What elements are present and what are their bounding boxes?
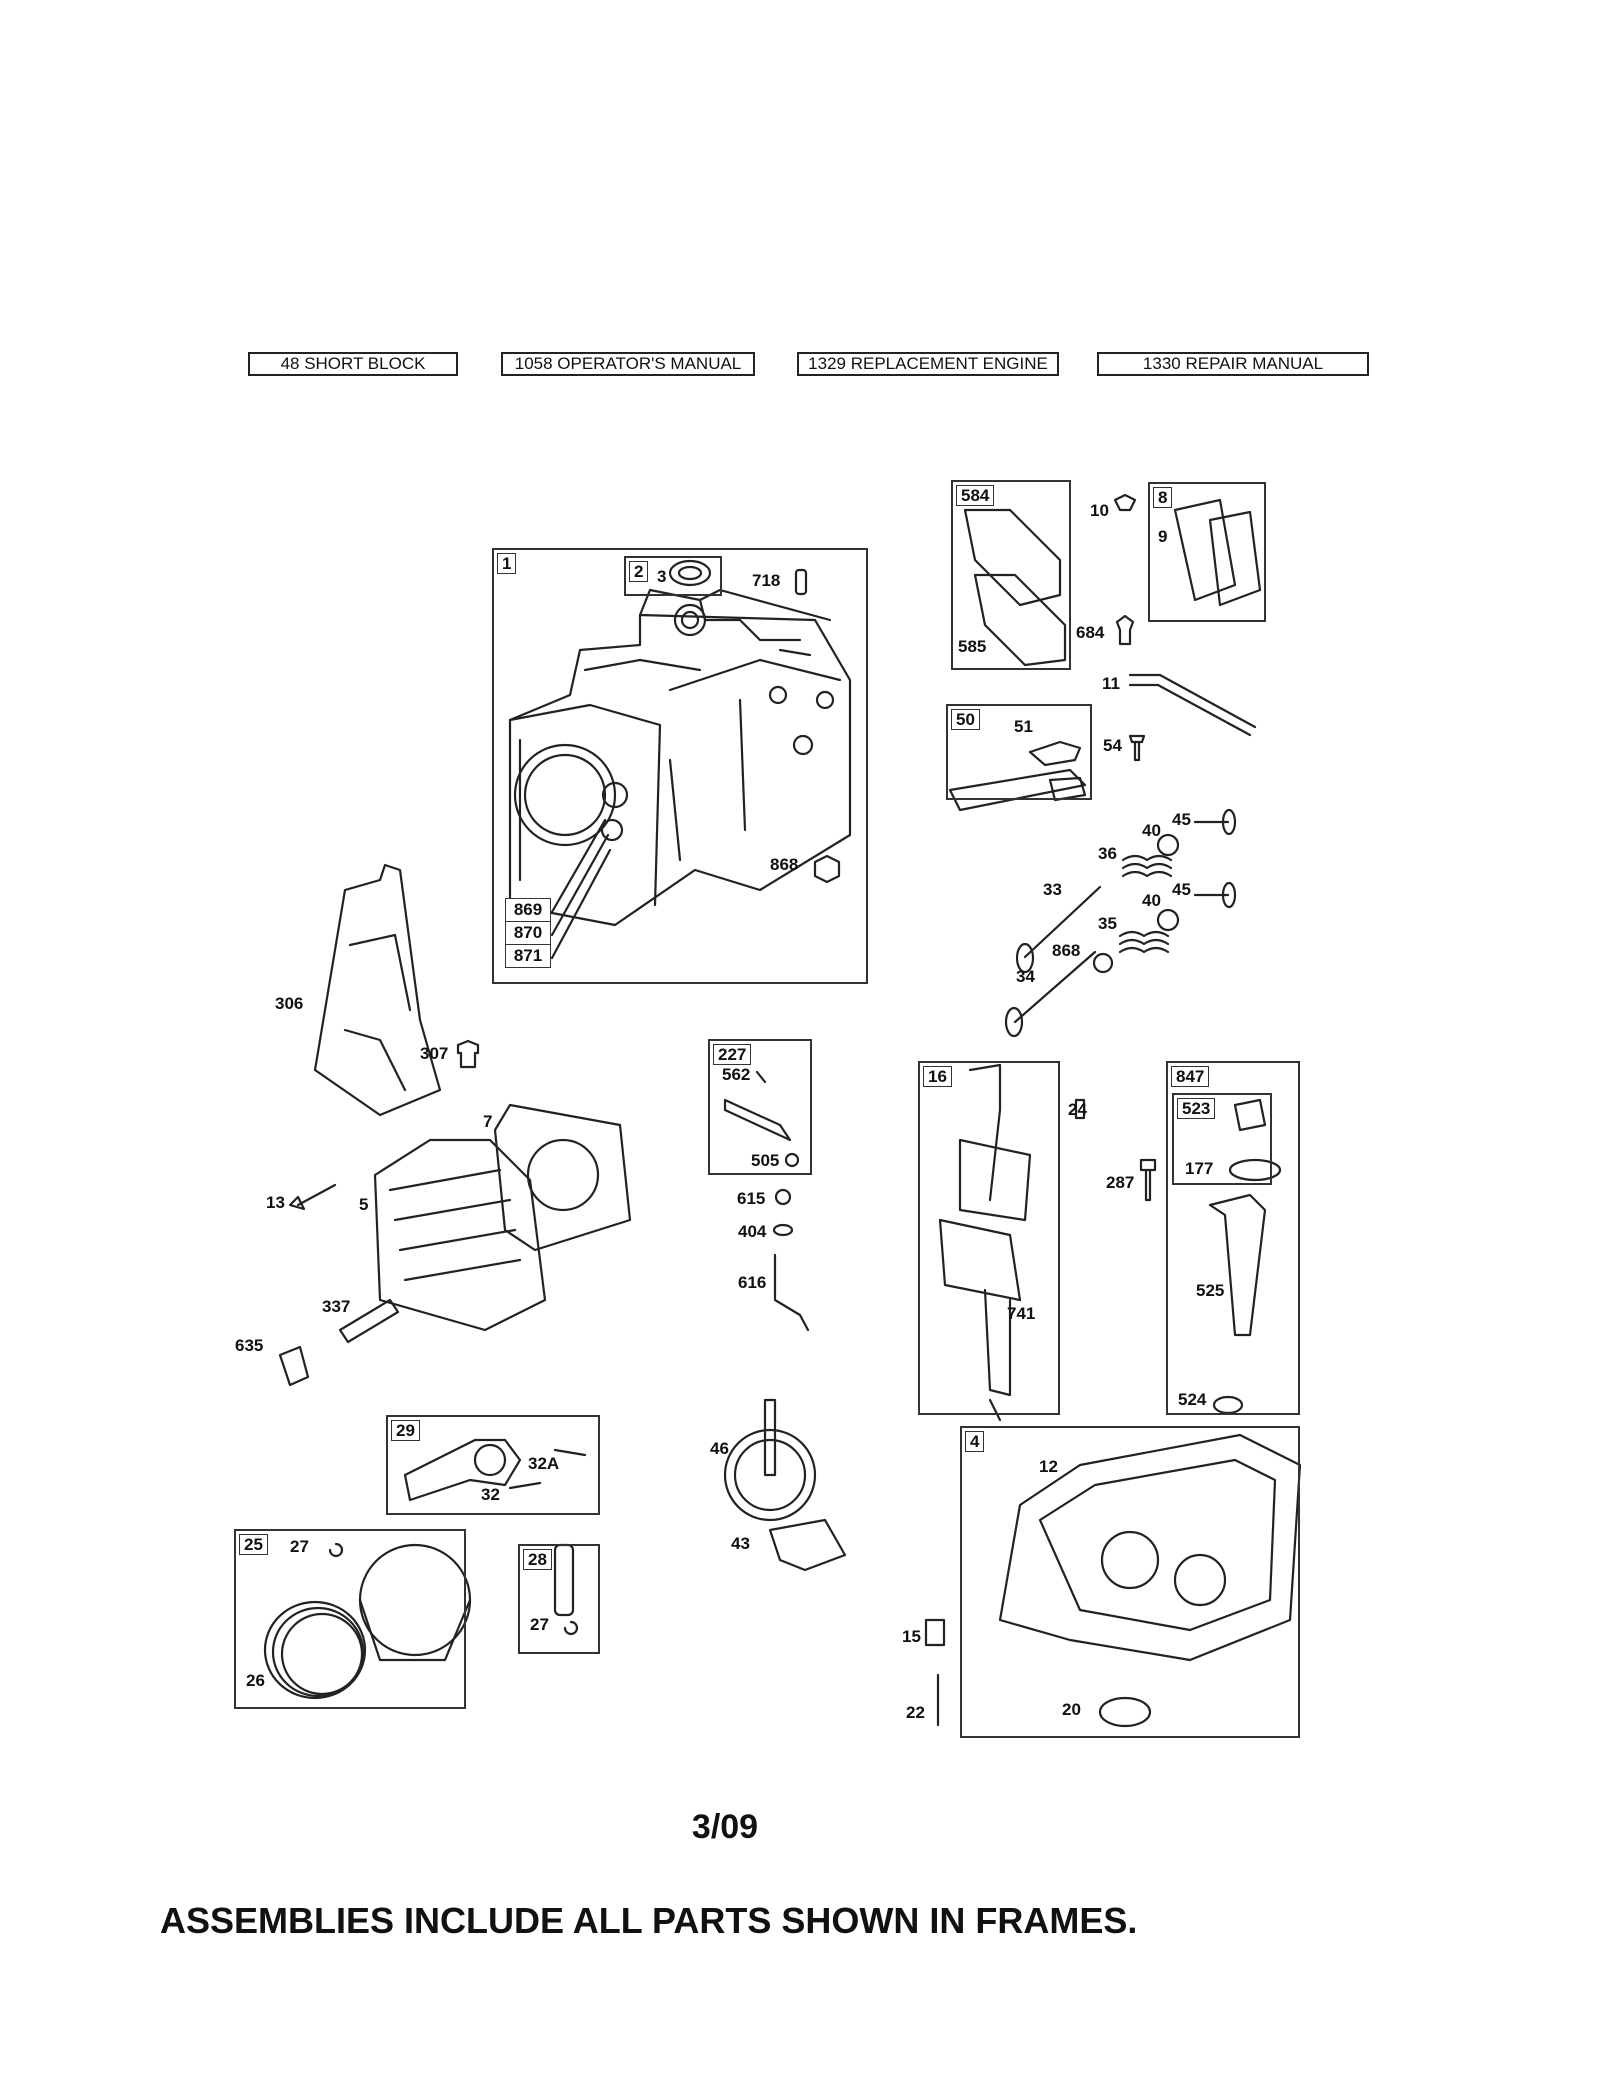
part-label-43: 43 <box>731 1534 750 1553</box>
part-label-505: 505 <box>751 1151 780 1170</box>
part-label-177: 177 <box>1185 1159 1214 1178</box>
frame-dipstick: 523 <box>1172 1093 1272 1185</box>
part-label-51: 51 <box>1014 717 1033 736</box>
part-label-45: 45 <box>1172 810 1191 829</box>
frame-dipstick-tube: 847 <box>1166 1061 1300 1415</box>
frame-label-523: 523 <box>1177 1098 1216 1119</box>
part-label-20: 20 <box>1062 1700 1081 1719</box>
part-label-306: 306 <box>275 994 304 1013</box>
frame-breather-tube: 50 <box>946 704 1092 800</box>
part-label-868b: 868 <box>1052 941 1081 960</box>
frame-label-227: 227 <box>713 1044 752 1065</box>
part-label-868: 868 <box>770 855 799 874</box>
part-label-45b: 45 <box>1172 880 1191 899</box>
frame-label-2: 2 <box>629 561 649 582</box>
part-label-34: 34 <box>1016 967 1035 986</box>
part-label-32: 32 <box>481 1485 500 1504</box>
part-label-562: 562 <box>722 1065 751 1084</box>
frame-piston-assembly: 25 <box>234 1529 466 1709</box>
part-label-307: 307 <box>420 1044 449 1063</box>
stack-label-869: 869 <box>505 898 551 922</box>
part-label-27: 27 <box>290 1537 309 1556</box>
frame-label-4: 4 <box>965 1431 985 1452</box>
frame-seal-assembly: 2 <box>624 556 722 596</box>
frame-label-1: 1 <box>497 553 517 574</box>
stack-label-870: 870 <box>505 921 551 945</box>
frame-governor-lever: 227 <box>708 1039 812 1175</box>
frame-label-847: 847 <box>1171 1066 1210 1087</box>
stack-label-871: 871 <box>505 944 551 968</box>
part-label-15: 15 <box>902 1627 921 1646</box>
part-label-13: 13 <box>266 1193 285 1212</box>
part-label-40b: 40 <box>1142 891 1161 910</box>
frame-sump: 4 <box>960 1426 1300 1738</box>
part-label-616: 616 <box>738 1273 767 1292</box>
frame-wrist-pin: 28 <box>518 1544 600 1654</box>
part-label-11: 11 <box>1102 674 1120 693</box>
part-label-718: 718 <box>752 571 781 590</box>
ref-box-repair-manual: 1330 REPAIR MANUAL <box>1097 352 1369 376</box>
frame-label-50: 50 <box>951 709 980 730</box>
part-label-287: 287 <box>1106 1173 1135 1192</box>
ref-box-short-block: 48 SHORT BLOCK <box>248 352 458 376</box>
frame-crankshaft: 16 <box>918 1061 1060 1415</box>
part-label-32a: 32A <box>528 1454 560 1473</box>
revision-date: 3/09 <box>691 1808 759 1846</box>
part-label-585: 585 <box>958 637 987 656</box>
frame-label-8: 8 <box>1153 487 1173 508</box>
frame-connecting-rod: 29 <box>386 1415 600 1515</box>
frame-gasket-set: 584 <box>951 480 1071 670</box>
part-label-404: 404 <box>738 1222 767 1241</box>
part-label-3: 3 <box>657 567 667 586</box>
part-label-46: 46 <box>710 1439 729 1458</box>
part-label-22: 22 <box>906 1703 925 1722</box>
ref-box-operators-manual: 1058 OPERATOR'S MANUAL <box>501 352 755 376</box>
ref-box-replacement-engine: 1329 REPLACEMENT ENGINE <box>797 352 1059 376</box>
frame-label-28: 28 <box>523 1549 552 1570</box>
part-label-684: 684 <box>1076 623 1105 642</box>
frame-rocker-cover: 8 <box>1148 482 1266 622</box>
part-label-54: 54 <box>1103 736 1122 755</box>
part-label-337: 337 <box>322 1297 351 1316</box>
cylinder-block-drawing <box>508 588 852 927</box>
part-label-635: 635 <box>235 1336 264 1355</box>
frame-label-25: 25 <box>239 1534 268 1555</box>
frame-label-584: 584 <box>956 485 995 506</box>
frame-label-16: 16 <box>923 1066 952 1087</box>
part-label-27b: 27 <box>530 1615 549 1634</box>
part-label-35: 35 <box>1098 914 1117 933</box>
part-label-5: 5 <box>359 1195 369 1214</box>
part-label-525: 525 <box>1196 1281 1225 1300</box>
part-label-26: 26 <box>246 1671 265 1690</box>
part-label-36: 36 <box>1098 844 1117 863</box>
part-label-40: 40 <box>1142 821 1161 840</box>
frame-label-29: 29 <box>391 1420 420 1441</box>
part-label-12: 12 <box>1039 1457 1058 1476</box>
part-label-615: 615 <box>737 1189 766 1208</box>
assembly-note: ASSEMBLIES INCLUDE ALL PARTS SHOWN IN FR… <box>160 1900 1138 1941</box>
part-label-741: 741 <box>1007 1304 1036 1323</box>
part-label-24: 24 <box>1068 1100 1087 1119</box>
part-label-33: 33 <box>1043 880 1062 899</box>
part-label-524: 524 <box>1178 1390 1207 1409</box>
part-label-10: 10 <box>1090 501 1109 520</box>
part-label-9: 9 <box>1158 527 1168 546</box>
frame-cylinder-assembly: 1 <box>492 548 868 984</box>
part-label-7: 7 <box>483 1112 493 1131</box>
